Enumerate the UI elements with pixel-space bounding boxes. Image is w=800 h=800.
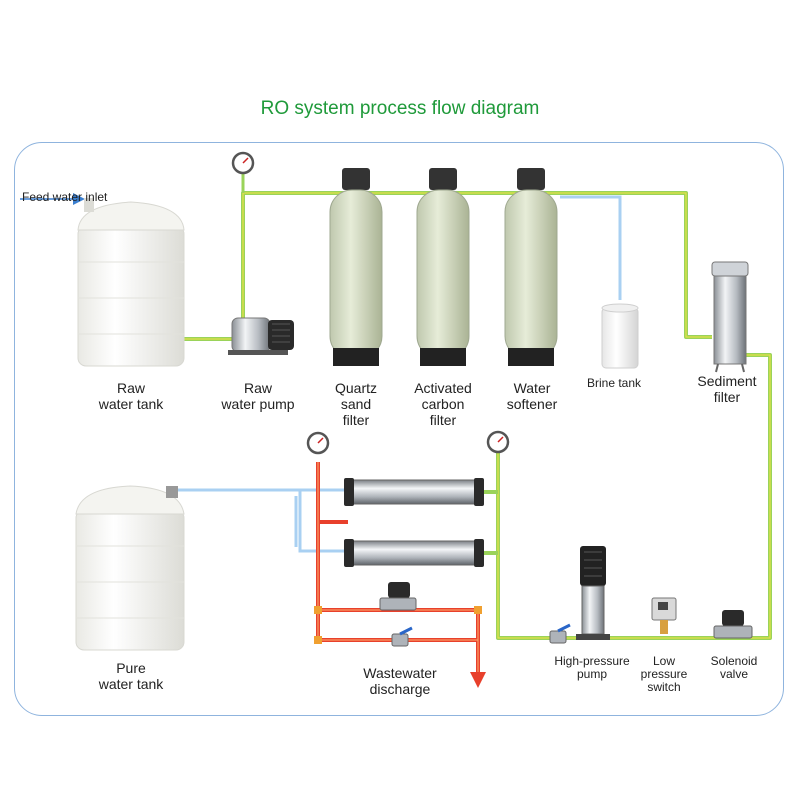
high-pressure-pump-label: High-pressure pump bbox=[554, 654, 630, 681]
wastewater-arrow bbox=[470, 672, 486, 688]
solenoid-valve-label: Solenoid valve bbox=[710, 654, 758, 681]
waste-solenoid-valve bbox=[379, 582, 417, 611]
pipe-pump-to-filters bbox=[241, 191, 712, 339]
wastewater-discharge-label: Wastewater discharge bbox=[363, 665, 437, 697]
high-pressure-pump bbox=[576, 546, 610, 640]
pressure-gauge-icon bbox=[231, 151, 255, 175]
sediment-filter-label: Sediment filter bbox=[697, 373, 757, 405]
water-softener-vessel bbox=[504, 168, 558, 366]
low-pressure-switch bbox=[651, 597, 677, 634]
pressure-gauge-icon bbox=[306, 431, 330, 455]
diagram-title: RO system process flow diagram bbox=[260, 98, 540, 119]
brine-tank bbox=[601, 303, 639, 369]
pressure-gauge-icon bbox=[486, 430, 510, 454]
raw-water-pump bbox=[228, 317, 294, 355]
activated-carbon-filter-vessel bbox=[416, 168, 470, 366]
ball-valve bbox=[549, 623, 571, 644]
brine-tank-label: Brine tank bbox=[586, 376, 642, 390]
inlet-solenoid-valve bbox=[713, 610, 753, 639]
raw-water-pump-label: Raw water pump bbox=[221, 380, 295, 412]
pure-water-tank-label: Pure water tank bbox=[98, 660, 164, 692]
raw-water-tank bbox=[77, 198, 185, 367]
ro-membrane-housing bbox=[344, 478, 484, 506]
quartz-sand-filter-vessel bbox=[329, 168, 383, 366]
pure-water-pipes bbox=[20, 193, 622, 553]
pure-water-tank bbox=[75, 485, 185, 651]
sediment-filter bbox=[711, 261, 749, 373]
raw-pipe-highlight bbox=[182, 192, 771, 639]
waste-ball-valve bbox=[391, 626, 413, 647]
water-softener-label: Water softener bbox=[506, 380, 558, 412]
diagram-frame bbox=[14, 142, 784, 716]
feed-water-inlet-label: Feed water inlet bbox=[22, 190, 108, 204]
raw-water-tank-label: Raw water tank bbox=[98, 380, 164, 412]
activated-carbon-filter-label: Activated carbon filter bbox=[414, 380, 472, 428]
ro-membrane-housing bbox=[344, 539, 484, 567]
quartz-sand-filter-label: Quartz sand filter bbox=[334, 380, 377, 428]
low-pressure-switch-label: Low pressure switch bbox=[640, 654, 688, 694]
